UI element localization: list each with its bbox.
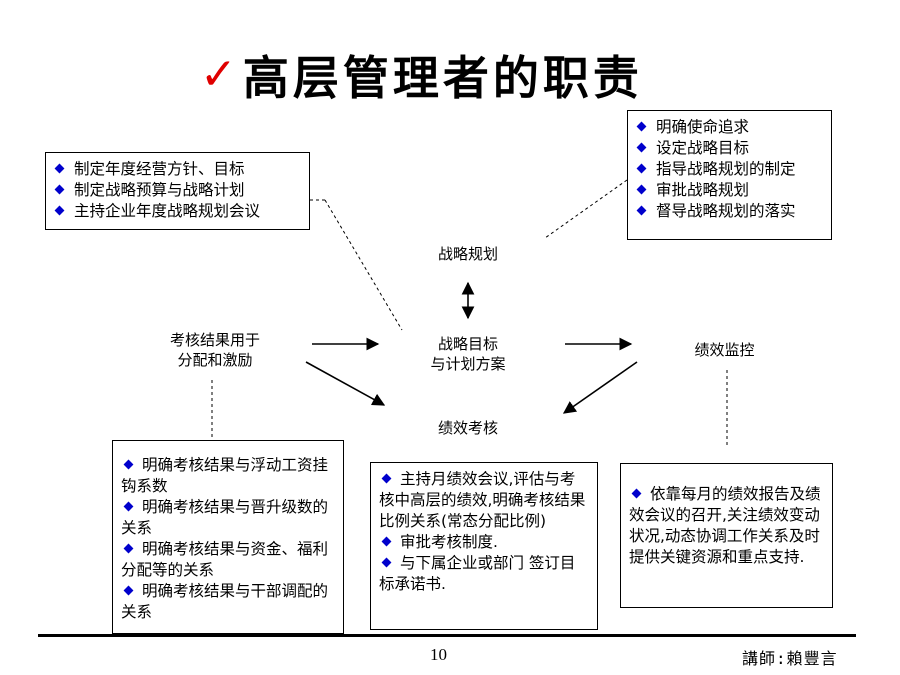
list-item: 审批战略规划 xyxy=(636,180,823,201)
list-item: 制定年度经营方针、目标 xyxy=(54,159,301,180)
node-strategy-goal: 战略目标 与计划方案 xyxy=(408,334,528,374)
list-item: 与下属企业或部门 签订目标承诺书. xyxy=(379,554,576,593)
diamond-bullet-icon xyxy=(636,163,647,174)
box-bottom-right: 依靠每月的绩效报告及绩效会议的召开,关注绩效变动状况,动态协调工作关系及时提供关… xyxy=(620,463,833,608)
footer-divider xyxy=(38,634,856,637)
diamond-bullet-icon xyxy=(54,163,65,174)
box-top-right: 明确使命追求 设定战略目标 指导战略规划的制定 审批战略规划 督导战略规划的落实 xyxy=(627,110,832,240)
box-bottom-left: 明确考核结果与浮动工资挂钩系数 明确考核结果与晋升级数的关系 明确考核结果与资金… xyxy=(112,440,344,634)
list-item: 依靠每月的绩效报告及绩效会议的召开,关注绩效变动状况,动态协调工作关系及时提供关… xyxy=(629,485,821,566)
page-title: ✓ 高层管理者的职责 xyxy=(200,40,643,110)
title-text: 高层管理者的职责 xyxy=(242,51,643,105)
list-item: 设定战略目标 xyxy=(636,138,823,159)
leader-top-left-diag xyxy=(324,199,403,331)
list-item: 审批考核制度. xyxy=(379,532,589,553)
diamond-bullet-icon xyxy=(123,543,134,554)
diamond-bullet-icon xyxy=(123,459,134,470)
page-number: 10 xyxy=(430,645,447,664)
arrow-left-to-assessment xyxy=(305,361,386,406)
diamond-bullet-icon xyxy=(54,184,65,195)
diamond-bullet-icon xyxy=(54,205,65,216)
list-item: 明确考核结果与干部调配的关系 xyxy=(121,582,329,621)
diamond-bullet-icon xyxy=(381,473,392,484)
list-item: 明确考核结果与资金、福利分配等的关系 xyxy=(121,540,329,579)
lecturer-credit: 講師:賴豐言 xyxy=(742,649,838,668)
node-performance-monitor: 绩效监控 xyxy=(694,341,755,359)
list-item: 督导战略规划的落实 xyxy=(636,201,823,222)
diamond-bullet-icon xyxy=(636,205,647,216)
node-strategy-planning: 战略规划 xyxy=(437,245,498,263)
list-item: 指导战略规划的制定 xyxy=(636,159,823,180)
node-assessment-use-line2: 分配和激励 xyxy=(177,351,253,369)
list-item: 主持企业年度战略规划会议 xyxy=(54,201,301,222)
box-bottom-middle: 主持月绩效会议,评估与考核中高层的绩效,明确考核结果比例关系(常态分配比例) 审… xyxy=(370,462,598,630)
box-top-left: 制定年度经营方针、目标 制定战略预算与战略计划 主持企业年度战略规划会议 xyxy=(45,152,310,230)
arrow-monitor-to-assessment xyxy=(562,361,638,414)
diamond-bullet-icon xyxy=(123,585,134,596)
list-item: 明确考核结果与浮动工资挂钩系数 xyxy=(121,456,329,495)
diamond-bullet-icon xyxy=(381,536,392,547)
list-item: 明确使命追求 xyxy=(636,117,823,138)
list-item: 主持月绩效会议,评估与考核中高层的绩效,明确考核结果比例关系(常态分配比例) xyxy=(379,470,586,530)
node-strategy-goal-line2: 与计划方案 xyxy=(430,355,506,373)
diamond-bullet-icon xyxy=(381,557,392,568)
checkmark-icon: ✓ xyxy=(200,49,237,100)
node-assessment-use-line1: 考核结果用于 xyxy=(169,331,260,349)
diamond-bullet-icon xyxy=(636,184,647,195)
diamond-bullet-icon xyxy=(636,121,647,132)
list-item: 明确考核结果与晋升级数的关系 xyxy=(121,498,329,537)
node-assessment-use: 考核结果用于 分配和激励 xyxy=(150,330,280,370)
diamond-bullet-icon xyxy=(631,488,642,499)
diamond-bullet-icon xyxy=(636,142,647,153)
diamond-bullet-icon xyxy=(123,501,134,512)
leader-top-right xyxy=(544,179,628,239)
node-strategy-goal-line1: 战略目标 xyxy=(437,335,498,353)
node-performance-assessment: 绩效考核 xyxy=(437,419,498,437)
list-item: 制定战略预算与战略计划 xyxy=(54,180,301,201)
